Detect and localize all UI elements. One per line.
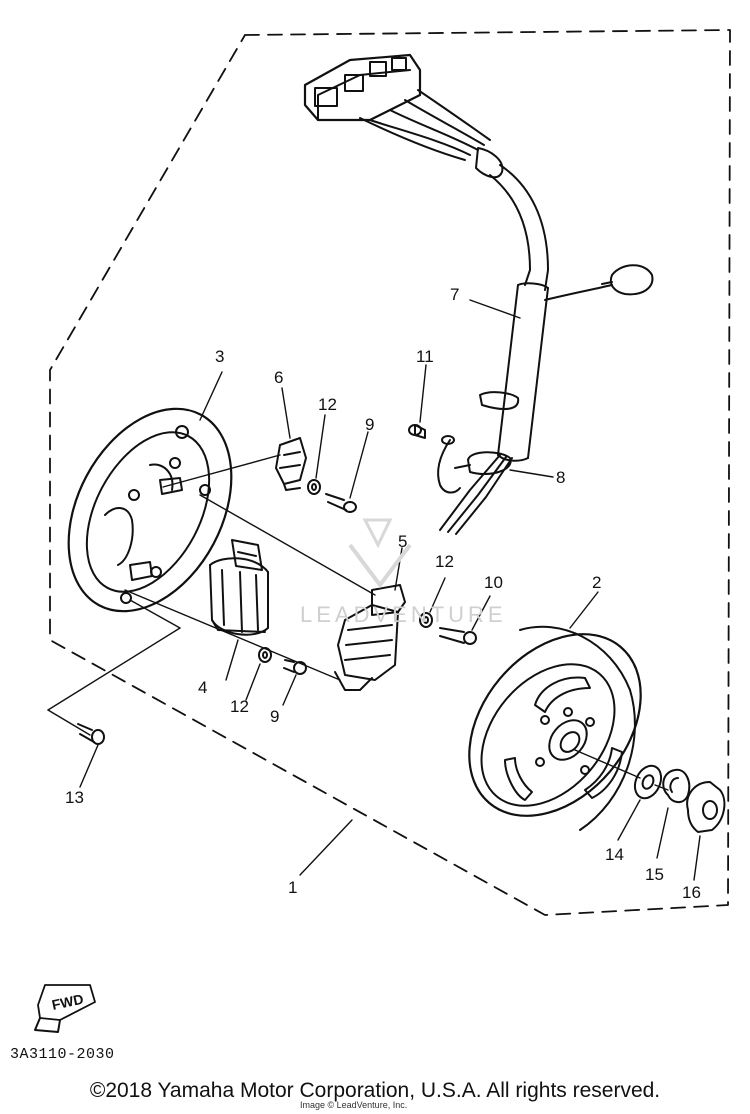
stator-base-plate <box>67 407 233 613</box>
screw-10 <box>439 627 477 645</box>
callout-11: 11 <box>416 347 434 366</box>
callout-3: 3 <box>215 347 224 366</box>
wire-harness <box>303 53 654 535</box>
callout-13: 13 <box>65 788 84 807</box>
callout-2: 2 <box>592 573 601 592</box>
fwd-arrow-icon <box>34 984 96 1033</box>
callout-1: 1 <box>288 878 297 897</box>
callout-7: 7 <box>450 285 459 304</box>
washer <box>633 764 663 800</box>
callout-labels: 3 6 12 9 11 7 8 5 12 10 2 4 12 9 13 1 14… <box>65 285 701 902</box>
leader-lines <box>47 299 701 881</box>
callout-9-upper: 9 <box>365 415 374 434</box>
screw-11 <box>408 424 426 439</box>
callout-14: 14 <box>605 845 624 864</box>
screw-13 <box>77 723 105 745</box>
screw-9-lower <box>283 659 307 675</box>
callout-12-upper: 12 <box>318 395 337 414</box>
callout-12-lower: 12 <box>230 697 249 716</box>
callout-5: 5 <box>398 532 407 551</box>
callout-6: 6 <box>274 368 283 387</box>
callout-12-mid: 12 <box>435 552 454 571</box>
screw-9-upper <box>325 493 357 513</box>
pickup-coil <box>275 437 307 491</box>
part-code: 3A3110-2030 <box>10 1046 115 1063</box>
copyright-notice: ©2018 Yamaha Motor Corporation, U.S.A. A… <box>89 1079 661 1102</box>
washer-12-upper <box>307 479 321 495</box>
lock-washer <box>662 768 691 804</box>
callout-4: 4 <box>198 678 207 697</box>
image-credit: Image © LeadVenture, Inc. <box>300 1100 407 1110</box>
fwd-label: FWD <box>50 991 85 1013</box>
nut <box>686 781 726 833</box>
watermark: LEADVENTURE <box>300 518 507 627</box>
callout-16: 16 <box>682 883 701 902</box>
callout-8: 8 <box>556 468 565 487</box>
watermark-text: LEADVENTURE <box>300 602 507 627</box>
assembly-boundary <box>49 29 731 916</box>
callout-10: 10 <box>484 573 503 592</box>
flywheel-rotor <box>468 625 642 831</box>
washer-12-mid <box>419 612 433 628</box>
callout-15: 15 <box>645 865 664 884</box>
charge-coil <box>209 539 269 636</box>
source-coil <box>334 584 406 691</box>
callout-9-lower: 9 <box>270 707 279 726</box>
